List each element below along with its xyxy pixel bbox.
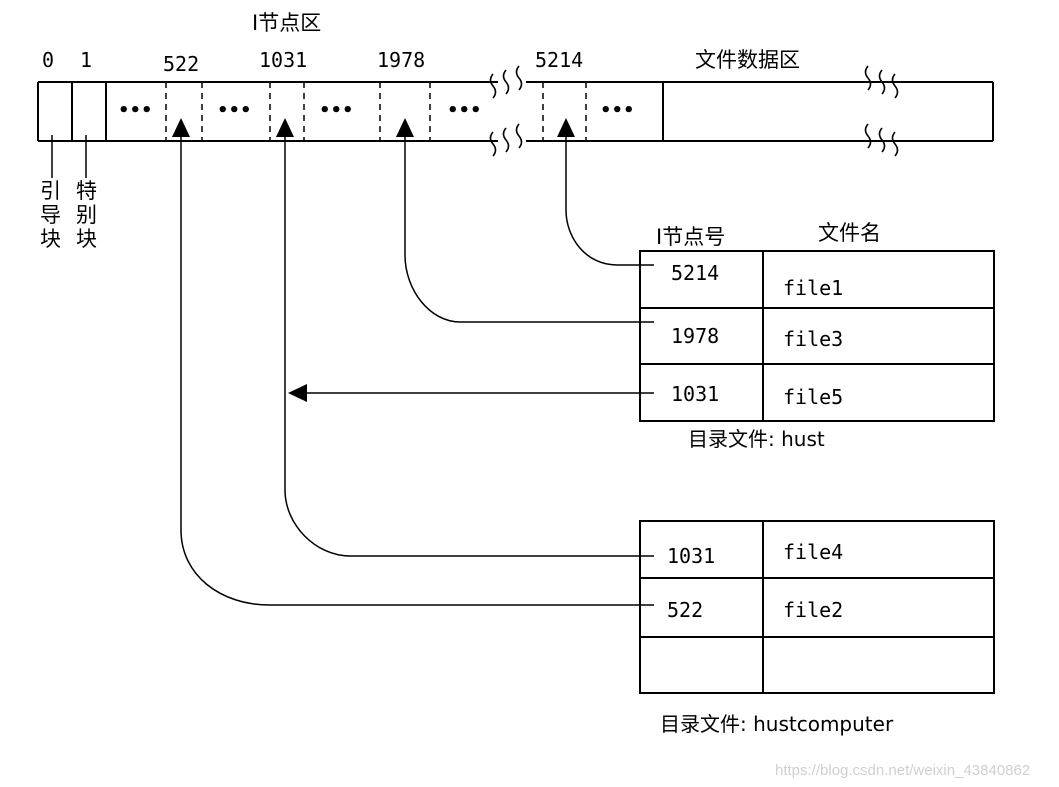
ellipsis-3: ••• xyxy=(319,100,354,121)
pointer-file1 xyxy=(565,130,654,266)
inode-slot-dividers xyxy=(165,82,587,141)
hust-row-2-name: file3 xyxy=(783,327,843,351)
svg-text:导: 导 xyxy=(40,203,61,227)
watermark: https://blog.csdn.net/weixin_43840862 xyxy=(775,762,1030,779)
arrow-left-file5 xyxy=(288,384,307,402)
block-number-1978: 1978 xyxy=(377,48,425,72)
pointer-file4 xyxy=(284,130,654,557)
inode-area-label: I节点区 xyxy=(252,11,321,35)
svg-text:特: 特 xyxy=(76,179,97,203)
disk-bar xyxy=(37,81,994,142)
data-area-label: 文件数据区 xyxy=(695,48,800,72)
hustcomputer-dir-table xyxy=(639,520,995,694)
block-number-5214: 5214 xyxy=(535,48,583,72)
arrow-up-522 xyxy=(172,118,190,137)
super-block-label: 特 别 块 xyxy=(76,179,97,251)
hustcomputer-row-1-name: file4 xyxy=(783,540,843,564)
svg-text:别: 别 xyxy=(76,203,97,227)
ellipsis-4: ••• xyxy=(447,100,482,121)
hust-dir-table xyxy=(639,250,995,422)
hust-header-inode: I节点号 xyxy=(656,225,725,249)
hust-caption: 目录文件: hust xyxy=(688,427,825,451)
boot-block-label: 引 导 块 xyxy=(40,179,61,251)
pointer-arrowheads xyxy=(172,118,575,402)
hust-row-1-name: file1 xyxy=(783,276,843,300)
hust-row-3-name: file5 xyxy=(783,385,843,409)
svg-text:引: 引 xyxy=(40,179,61,203)
ellipsis-2: ••• xyxy=(217,100,252,121)
pointer-file2 xyxy=(180,130,654,606)
hustcomputer-row-1-inode: 1031 xyxy=(667,544,715,568)
hust-row-3-inode: 1031 xyxy=(671,382,719,406)
hust-header-name: 文件名 xyxy=(818,221,881,245)
arrow-up-1978 xyxy=(396,118,414,137)
ellipsis-1: ••• xyxy=(118,100,153,121)
block-number-522: 522 xyxy=(163,52,199,76)
break-marks xyxy=(489,65,899,157)
svg-text:块: 块 xyxy=(40,227,61,251)
hustcomputer-row-2-name: file2 xyxy=(783,598,843,622)
hust-row-2-inode: 1978 xyxy=(671,324,719,348)
svg-text:块: 块 xyxy=(76,227,97,251)
block-number-1031: 1031 xyxy=(259,48,307,72)
block-number-1: 1 xyxy=(80,48,92,72)
block-leaders xyxy=(51,135,87,178)
ellipsis-5: ••• xyxy=(600,100,635,121)
arrow-up-5214 xyxy=(557,118,575,137)
arrow-up-1031 xyxy=(276,118,294,137)
hustcomputer-caption: 目录文件: hustcomputer xyxy=(660,712,894,736)
hustcomputer-row-2-inode: 522 xyxy=(667,598,703,622)
inode-pointers xyxy=(180,130,654,606)
block-number-0: 0 xyxy=(42,48,54,72)
hust-row-1-inode: 5214 xyxy=(671,261,719,285)
pointer-file3 xyxy=(404,130,654,323)
